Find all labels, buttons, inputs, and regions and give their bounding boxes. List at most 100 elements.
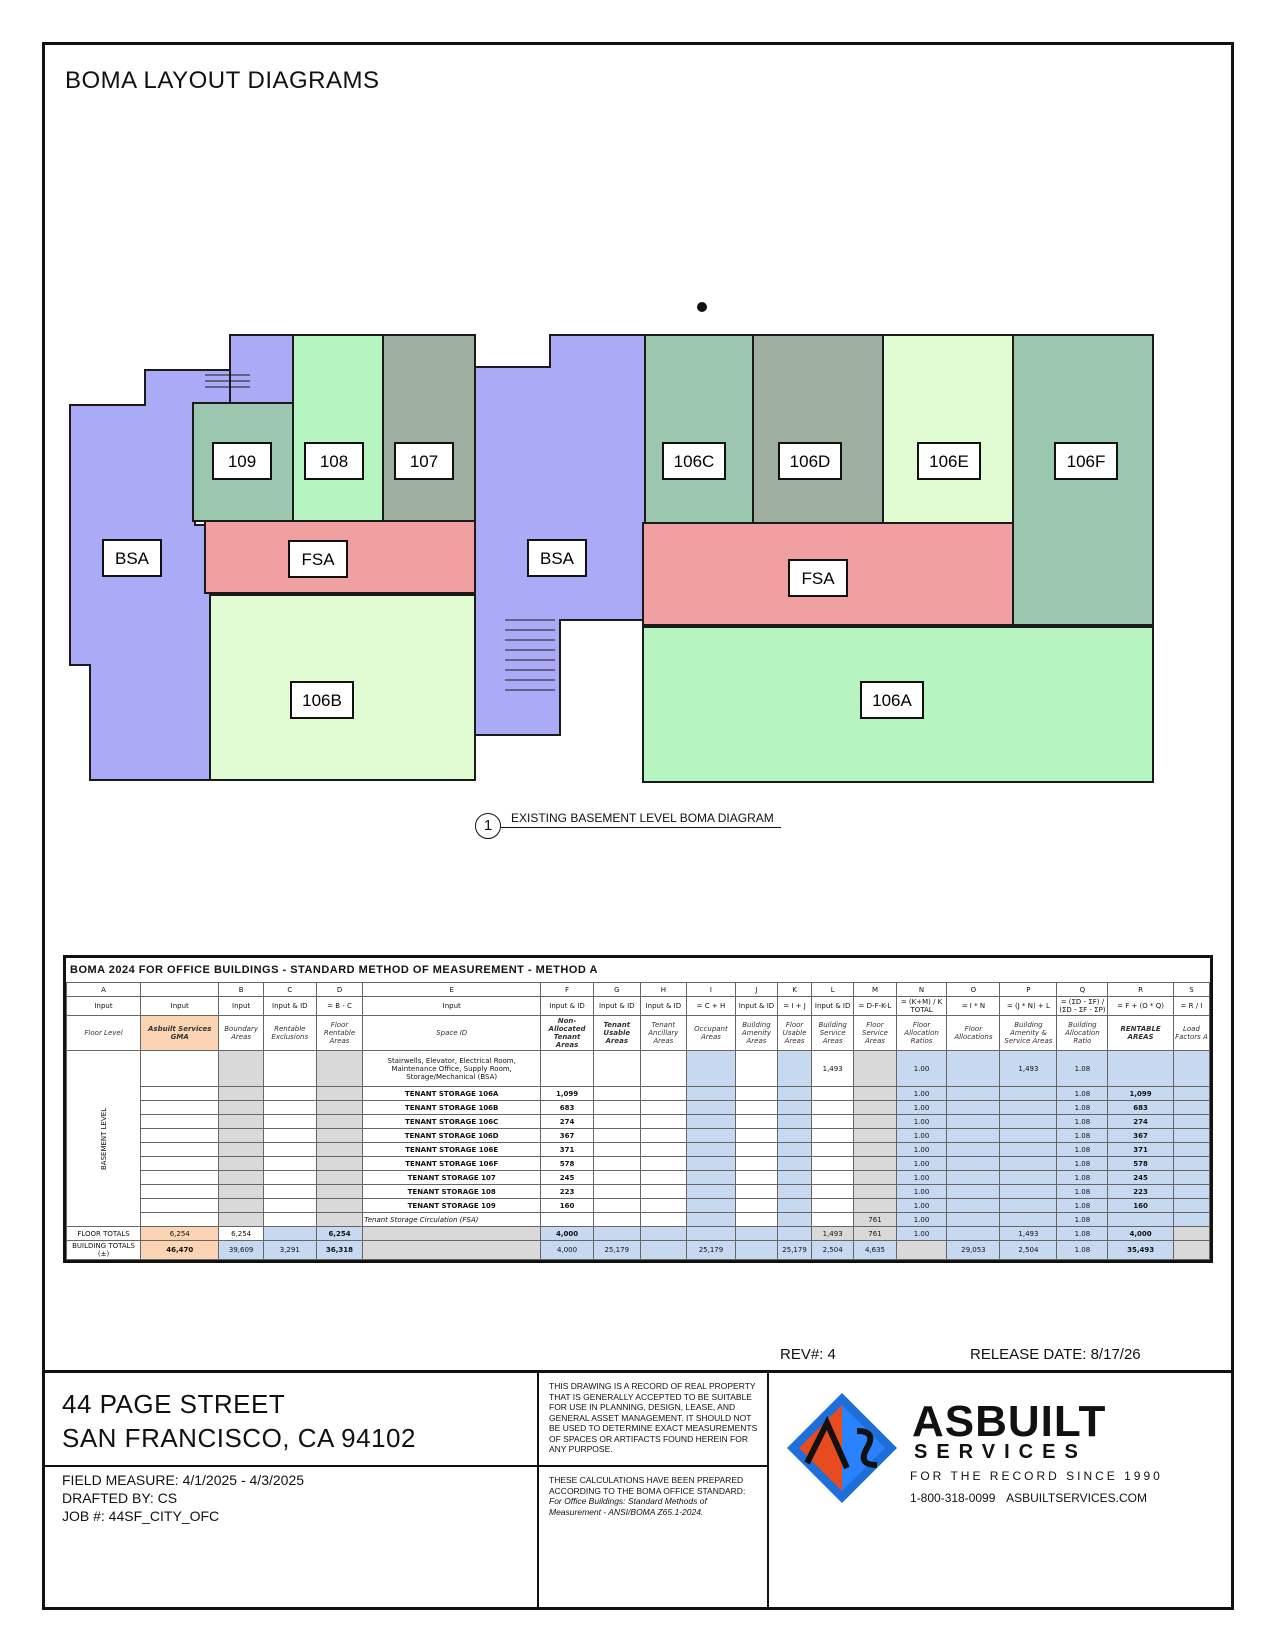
- table-cell: [1172, 1170, 1211, 1185]
- table-cell: [946, 1212, 1001, 1227]
- table-cell: [946, 1198, 1001, 1213]
- table-cell: 578: [540, 1156, 594, 1171]
- table-cell: [810, 1100, 855, 1115]
- room-106c-area: [644, 334, 754, 524]
- table-cell: 36,318: [315, 1240, 364, 1260]
- table-cell: [810, 1198, 855, 1213]
- table-cell: 683: [1107, 1100, 1174, 1115]
- table-cell: Non-Allocated Tenant Areas: [540, 1015, 594, 1051]
- table-cell: [1172, 1226, 1211, 1241]
- room-106e-label: 106E: [929, 452, 969, 471]
- north-arrow-icon: [697, 302, 707, 312]
- bsa-middle-area: [474, 334, 656, 736]
- table-cell: 274: [540, 1114, 594, 1129]
- table-cell: Input: [65, 996, 142, 1016]
- table-cell: 3,291: [262, 1240, 317, 1260]
- table-cell: [140, 1114, 220, 1129]
- table-cell: [853, 1184, 897, 1199]
- table-cell: [262, 1226, 317, 1241]
- table-cell: TENANT STORAGE 109: [362, 1198, 542, 1213]
- table-cell: [262, 1212, 317, 1227]
- table-cell: [315, 1142, 364, 1157]
- table-cell: [593, 1142, 641, 1157]
- table-cell: [686, 1170, 736, 1185]
- table-cell: [639, 1142, 688, 1157]
- room-106b-label: 106B: [302, 691, 342, 710]
- table-cell: R: [1107, 982, 1174, 997]
- table-cell: [853, 1086, 897, 1101]
- table-cell: [639, 1184, 688, 1199]
- table-cell: [140, 1142, 220, 1157]
- table-cell: [262, 1050, 317, 1087]
- release-date: RELEASE DATE: 8/17/26: [970, 1346, 1141, 1363]
- table-cell: [262, 1170, 317, 1185]
- table-cell: 4,000: [540, 1226, 594, 1241]
- table-cell: Input & ID: [262, 996, 317, 1016]
- table-cell: = I * N: [946, 996, 1001, 1016]
- table-cell: TENANT STORAGE 108: [362, 1184, 542, 1199]
- table-cell: [1172, 1240, 1211, 1260]
- table-cell: [999, 1212, 1058, 1227]
- room-106f-label: 106F: [1067, 452, 1106, 471]
- table-cell: Floor Usable Areas: [777, 1015, 812, 1051]
- website-link[interactable]: ASBUILTSERVICES.COM: [1006, 1491, 1148, 1505]
- caption-text: EXISTING BASEMENT LEVEL BOMA DIAGRAM: [511, 811, 774, 825]
- room-106d-label: 106D: [790, 452, 831, 471]
- table-cell: [218, 1198, 264, 1213]
- table-cell: Q: [1056, 982, 1109, 997]
- table-cell: [734, 1226, 779, 1241]
- table-cell: = B - C: [315, 996, 364, 1016]
- table-title: BOMA 2024 FOR OFFICE BUILDINGS - STANDAR…: [70, 964, 598, 976]
- table-cell: [853, 1100, 897, 1115]
- table-cell: F: [540, 982, 594, 997]
- table-cell: [686, 1184, 736, 1199]
- table-cell: Floor Rentable Areas: [315, 1015, 364, 1051]
- table-cell: Input & ID: [593, 996, 641, 1016]
- table-cell: 1,493: [999, 1226, 1058, 1241]
- table-cell: 29,053: [946, 1240, 1001, 1260]
- table-cell: 1.08: [1056, 1050, 1109, 1087]
- table-cell: Asbuilt Services GMA: [140, 1015, 220, 1051]
- table-cell: 1.00: [895, 1086, 948, 1101]
- table-cell: TENANT STORAGE 107: [362, 1170, 542, 1185]
- drafted-by: DRAFTED BY: CS: [62, 1490, 178, 1506]
- drawing-caption: 1 EXISTING BASEMENT LEVEL BOMA DIAGRAM: [475, 807, 805, 847]
- table-cell: [946, 1226, 1001, 1241]
- table-cell: Tenant Storage Circulation (FSA): [362, 1212, 542, 1227]
- table-cell: [593, 1086, 641, 1101]
- table-cell: [140, 1212, 220, 1227]
- table-cell: [315, 1100, 364, 1115]
- table-cell: [540, 1050, 594, 1087]
- table-cell: [1172, 1212, 1211, 1227]
- table-cell: [315, 1086, 364, 1101]
- table-cell: B: [218, 982, 264, 997]
- table-cell: [140, 1086, 220, 1101]
- table-cell: [853, 1142, 897, 1157]
- table-cell: [734, 1212, 779, 1227]
- table-cell: [1172, 1128, 1211, 1143]
- table-cell: = I + J: [777, 996, 812, 1016]
- disclaimer-calc-text: THESE CALCULATIONS HAVE BEEN PREPARED AC…: [549, 1475, 746, 1496]
- table-cell: TENANT STORAGE 106C: [362, 1114, 542, 1129]
- table-cell: 4,000: [1107, 1226, 1174, 1241]
- table-cell: [639, 1100, 688, 1115]
- table-cell: [218, 1128, 264, 1143]
- table-cell: [593, 1198, 641, 1213]
- table-cell: [593, 1212, 641, 1227]
- table-cell: [810, 1156, 855, 1171]
- table-cell: TENANT STORAGE 106A: [362, 1086, 542, 1101]
- table-cell: [734, 1100, 779, 1115]
- table-cell: TENANT STORAGE 106D: [362, 1128, 542, 1143]
- page-title: BOMA LAYOUT DIAGRAMS: [65, 67, 380, 94]
- table-cell: [262, 1100, 317, 1115]
- table-cell: [777, 1156, 812, 1171]
- table-cell: C: [262, 982, 317, 997]
- table-cell: [1172, 1100, 1211, 1115]
- table-cell: 1.08: [1056, 1240, 1109, 1260]
- caption-underline: [501, 827, 781, 828]
- table-cell: [218, 1114, 264, 1129]
- drawing-sheet: BOMA LAYOUT DIAGRAMS: [42, 42, 1234, 1610]
- table-cell: Building Allocation Ratio: [1056, 1015, 1109, 1051]
- table-cell: [810, 1114, 855, 1129]
- table-cell: [639, 1170, 688, 1185]
